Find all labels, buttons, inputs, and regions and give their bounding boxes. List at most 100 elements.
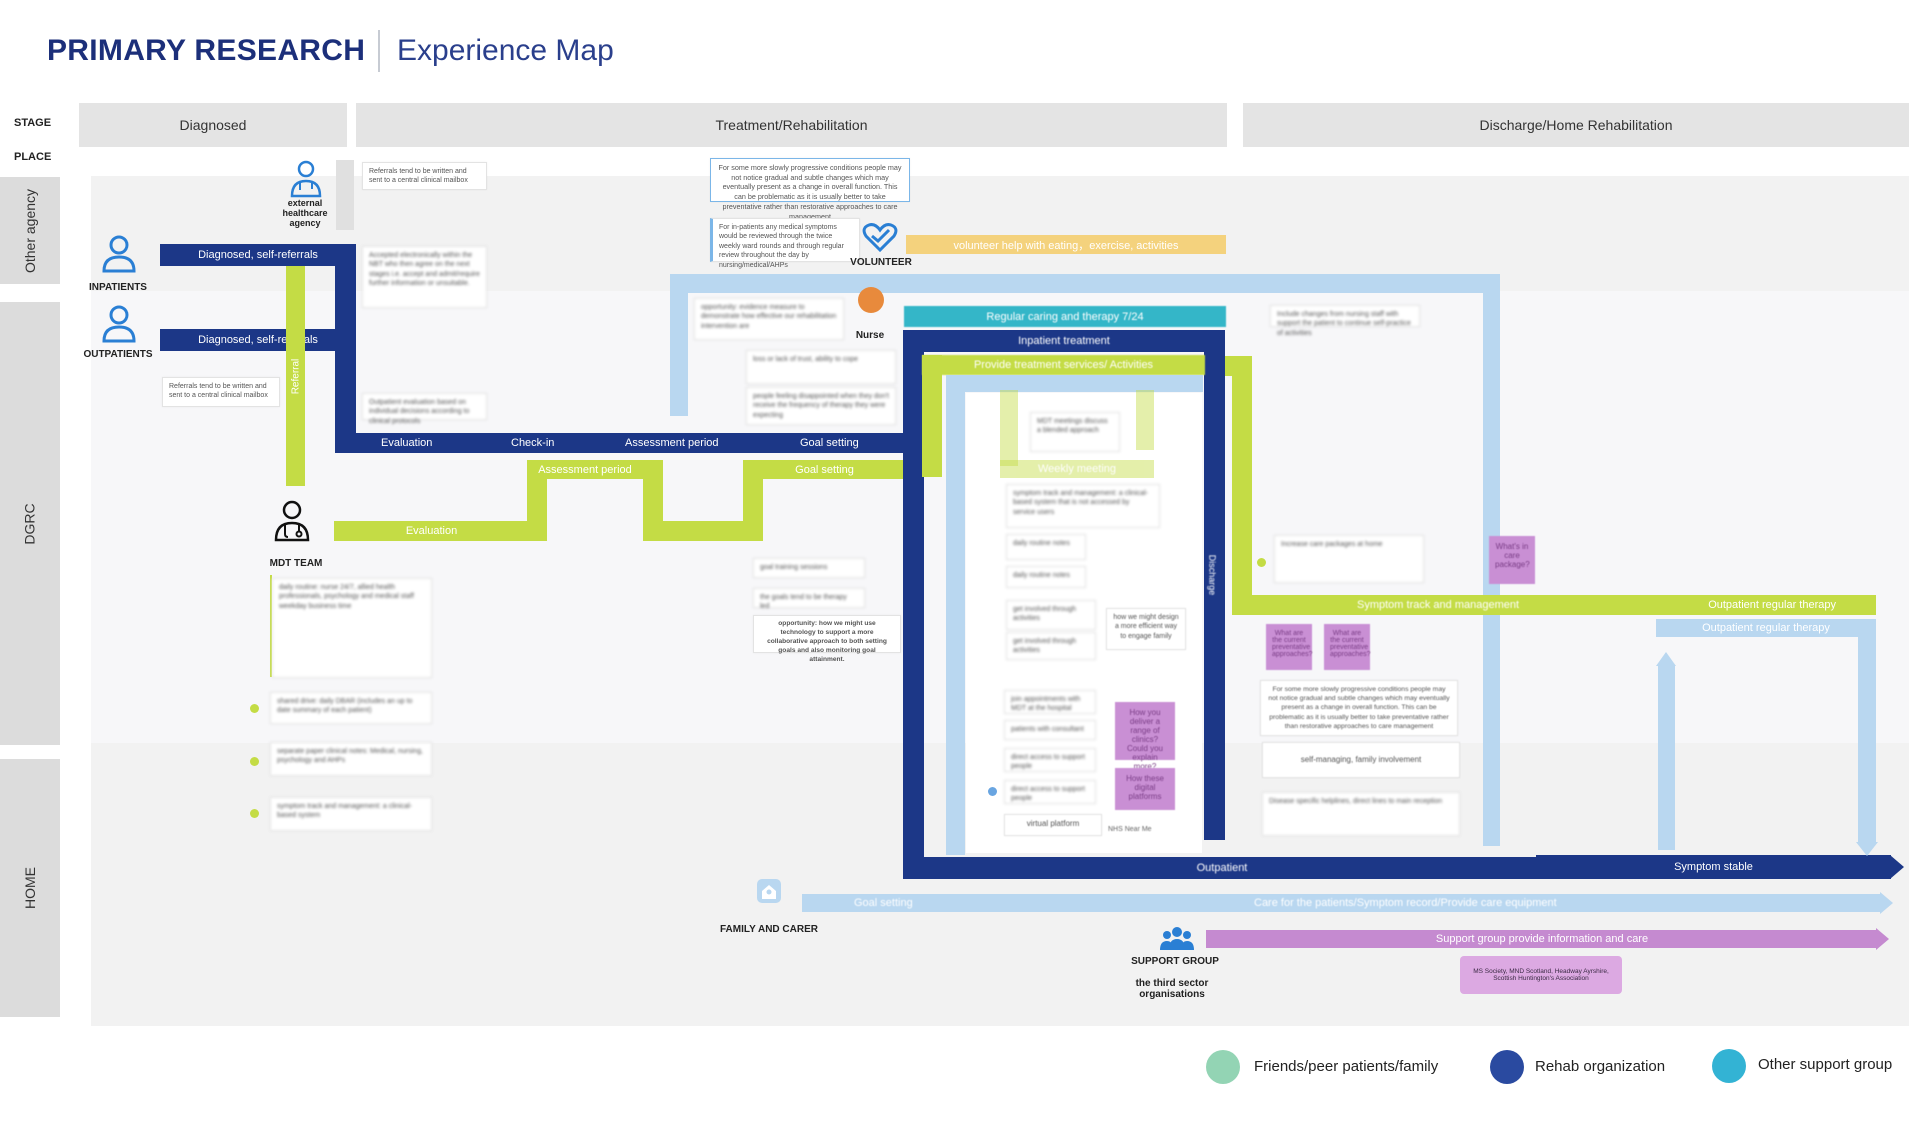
referral-vertical-top xyxy=(336,160,354,230)
goal-label: Goal setting xyxy=(800,437,859,449)
inner-note-last: direct access to support people xyxy=(1004,780,1096,804)
outpatient-down-arrowhead xyxy=(1856,842,1878,856)
external-agency-doctor-icon xyxy=(290,160,322,198)
diagnosed-self-referrals-bar-2: Diagnosed, self-referrals xyxy=(160,329,356,351)
referral-vertical-lime: Referral xyxy=(286,266,305,486)
regular-caring-bar: Regular caring and therapy 7/24 xyxy=(904,306,1226,327)
accepted-electronically-note: Accepted electronically within the NBT w… xyxy=(362,246,487,308)
shared-drive-note: shared drive: daily DBAR (includes an up… xyxy=(270,692,432,724)
weekly-up-arrow xyxy=(1000,390,1018,466)
lblue-left-vertical xyxy=(670,274,688,416)
legend-friends-label: Friends/peer patients/family xyxy=(1254,1058,1439,1075)
daily-routine-note: daily routine: nurse 24/7, allied health… xyxy=(272,578,432,678)
mdt-doctor-icon xyxy=(274,500,310,542)
navy-connector-vertical xyxy=(335,244,356,452)
volunteer-heart-icon xyxy=(862,223,898,252)
assessment-lime-bar: Assessment period xyxy=(527,460,643,479)
page-title: PRIMARY RESEARCH xyxy=(47,34,366,67)
lime-right-vertical xyxy=(1232,356,1252,615)
lime-right-top xyxy=(1225,356,1252,376)
increase-care-note: Increase care packages at home xyxy=(1274,535,1424,583)
outpatient-left-vertical xyxy=(1658,665,1675,850)
home-care-arrowhead xyxy=(1880,892,1893,914)
discharge-label: Discharge xyxy=(1207,554,1218,596)
stage-treatment: Treatment/Rehabilitation xyxy=(356,103,1227,147)
support-group-arrowhead xyxy=(1876,928,1889,950)
outpatient-regular-bar-2: Outpatient regular therapy xyxy=(1656,619,1876,637)
legend-other-dot xyxy=(1712,1049,1746,1083)
lime-step-4 xyxy=(743,460,763,541)
inpatient-symptoms-note: For in-patients any medical symptoms wou… xyxy=(710,218,860,269)
family-carer-label: FAMILY AND CARER xyxy=(720,924,818,935)
inpatients-person-icon xyxy=(102,235,136,273)
outpatient-up-arrowhead xyxy=(1656,652,1676,666)
title-divider xyxy=(378,30,380,72)
inner-note-4: get involved through activities xyxy=(1006,632,1096,660)
slow-progressive-note-top: For some more slowly progressive conditi… xyxy=(710,158,910,221)
what-current-preventative-note: What are the current preventative approa… xyxy=(1266,624,1312,670)
loss-trust-note: loss or lack of trust, ability to cope xyxy=(746,350,896,384)
mdt-meeting-note: MDT meetings discuss a blended approach xyxy=(1030,412,1120,452)
diagnosed-self-referrals-bar-1: Diagnosed, self-referrals xyxy=(160,244,356,266)
opportunity-tech-note: opportunity: how we might use technology… xyxy=(753,615,901,663)
outpatient-regular-bar-1: Symptom track and management Outpatient … xyxy=(1232,595,1876,615)
place-dgrc: DGRC xyxy=(0,302,60,745)
outpatients-person-icon xyxy=(102,305,136,343)
inpatient-treatment-top xyxy=(903,330,1225,352)
goals-therapy-led-note: the goals tend to be therapy led xyxy=(753,588,865,610)
contact-vertical: Contact to the out unit xyxy=(946,500,975,680)
symptom-stable-arrowhead xyxy=(1890,855,1904,879)
lime-step-1 xyxy=(527,460,547,541)
nurse-avatar-icon xyxy=(858,287,884,313)
paper-notes-note: separate paper clinical notes: Medical, … xyxy=(270,742,432,776)
assessment-label: Assessment period xyxy=(625,437,719,449)
referral-mailbox-note-left: Referrals tend to be written and sent to… xyxy=(162,377,280,407)
evaluation-label: Evaluation xyxy=(381,437,433,449)
daily-routine-inner-note: daily routine notes xyxy=(1006,534,1086,560)
support-group-label: SUPPORT GROUP xyxy=(1131,956,1219,967)
lime-inner-left xyxy=(922,355,942,477)
weekly-meeting-bar: Weekly meeting xyxy=(1000,460,1154,478)
discharge-arrowhead xyxy=(1206,826,1224,840)
support-group-people-icon xyxy=(1160,927,1194,950)
lime-step-3 xyxy=(643,521,746,541)
volunteer-help-bar: volunteer help with eating，exercise, act… xyxy=(906,235,1226,254)
place-home: HOME xyxy=(0,759,60,1017)
inpatient-treatment-bar: Inpatient treatment xyxy=(1018,335,1110,347)
symptom-track-note: symptom track and management: a clinical… xyxy=(270,797,432,831)
mdt-team-label: MDT TEAM xyxy=(269,558,323,569)
symptom-clinical-note: symptom track and management: a clinical… xyxy=(1006,484,1160,528)
inpatient-right-vertical xyxy=(1204,330,1225,840)
include-changes-note: Include changes from nursing staff with … xyxy=(1270,305,1420,337)
how-deliver-clinics-note: How you deliver a range of clinics? Coul… xyxy=(1115,702,1175,771)
goal-lime-bar: Goal setting xyxy=(743,460,906,479)
opportunity-evidence-note: opportunity: evidence measure to demonst… xyxy=(694,298,844,340)
inpatient-left-vertical xyxy=(903,330,924,878)
dot-discharge xyxy=(1257,558,1266,567)
self-managing-note: self-managing, family involvement xyxy=(1262,742,1460,778)
lblue-top-bar xyxy=(670,274,1500,293)
outpatient-right-vertical xyxy=(1858,619,1876,844)
stage-row-label: STAGE xyxy=(14,117,52,129)
stage-discharge: Discharge/Home Rehabilitation xyxy=(1243,103,1909,147)
volunteer-label: VOLUNTEER xyxy=(850,257,912,268)
inpatients-label: INPATIENTS xyxy=(89,282,147,293)
legend-other-label: Other support group xyxy=(1758,1056,1893,1073)
inner-note-2: daily routine notes xyxy=(1006,566,1086,588)
how-digital-platforms-note: How these digital platforms xyxy=(1115,768,1175,810)
symptom-stable-bar: Symptom stable xyxy=(1536,855,1891,879)
dot-1 xyxy=(250,704,259,713)
support-group-bar: Support group provide information and ca… xyxy=(1206,930,1878,948)
whats-in-care-package-note: What's in care package? xyxy=(1489,536,1535,584)
nurse-label: Nurse xyxy=(855,330,885,341)
disease-helplines-note: Disease specific helplines, direct lines… xyxy=(1262,792,1460,836)
lime-step-2 xyxy=(643,460,663,541)
lblue-inner-top xyxy=(946,375,1203,392)
direct-access-note: direct access to support people xyxy=(1004,748,1096,772)
place-other-agency: Other agency xyxy=(0,177,60,284)
stage-diagnosed: Diagnosed xyxy=(79,103,347,147)
legend-rehab-label: Rehab organization xyxy=(1535,1058,1666,1075)
evaluation-lime-bar: Evaluation xyxy=(334,521,529,541)
nhs-near-me-label: NHS Near Me xyxy=(1108,826,1152,833)
page-subtitle: Experience Map xyxy=(397,34,614,67)
